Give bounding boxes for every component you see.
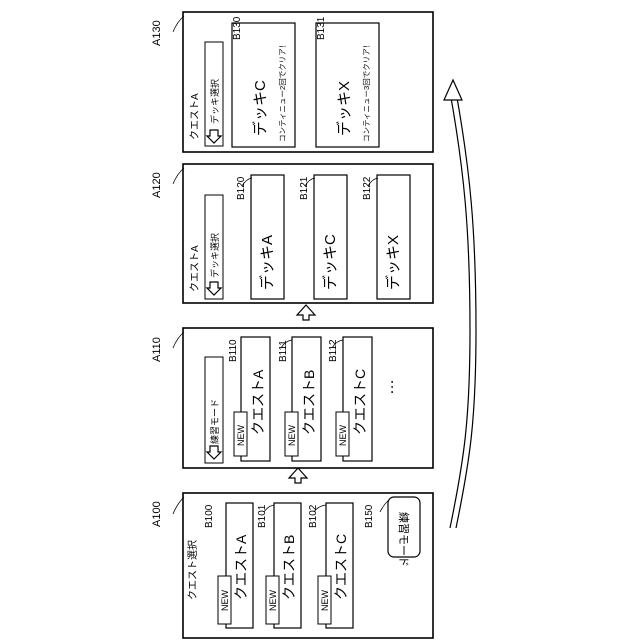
deck-x-label: デッキX [335, 81, 353, 136]
deck-c-label: デッキC [321, 234, 339, 290]
screen-a130-title: クエストA [189, 93, 201, 140]
new-badge-label: NEW [220, 589, 230, 611]
ref-b120: B120 [236, 176, 247, 200]
transition-arrow-a100-a110 [289, 468, 307, 483]
screen-a100: A100 クエスト選択 NEW クエストA B100 NEW クエストB B10… [151, 493, 433, 638]
quest-b-label: クエストB [301, 370, 317, 435]
new-badge-label: NEW [268, 589, 278, 611]
screen-a120-title: クエストA [189, 245, 201, 292]
ref-b131: B131 [316, 16, 327, 40]
quest-a-label: クエストA [233, 534, 249, 600]
deck-select-header-label: デッキ選択 [209, 233, 220, 278]
ref-b130: B130 [232, 16, 243, 40]
ref-b122: B122 [362, 176, 373, 200]
ref-a110: A110 [151, 337, 163, 362]
ref-a120: A120 [151, 172, 163, 198]
quest-c-label: クエストC [333, 534, 349, 600]
transition-arrow-a110-a120 [297, 305, 315, 320]
screen-a110: A110 練習モード NEW クエストA B110 NEW クエストB B111… [151, 328, 433, 468]
practice-mode-label-text: 練習モード [397, 512, 411, 567]
practice-mode-label: 練習モード [397, 512, 411, 567]
deck-c-note: コンティニュー2回でクリア！ [278, 41, 287, 142]
ref-b111: B111 [278, 340, 289, 362]
ref-b110: B110 [228, 339, 239, 362]
ref-b102: B102 [308, 504, 319, 528]
new-badge-label: NEW [320, 589, 330, 611]
ref-b100: B100 [204, 504, 215, 528]
return-arc-arrow [444, 80, 476, 528]
ref-a100: A100 [151, 501, 163, 527]
deck-select-header-label: デッキ選択 [209, 79, 220, 124]
screen-a100-title: クエスト選択 [186, 540, 199, 600]
new-badge-label: NEW [338, 424, 348, 446]
quest-b-label: クエストB [281, 535, 297, 600]
screen-a120: A120 クエストA デッキ選択 デッキA B120 デッキC B121 デッキ… [151, 164, 433, 303]
ref-b150: B150 [364, 504, 375, 528]
ref-b101: B101 [257, 504, 268, 528]
ref-b112: B112 [328, 339, 339, 362]
quest-a-label: クエストA [250, 369, 266, 435]
quest-c-label: クエストC [352, 369, 368, 435]
more-ellipsis: … [380, 379, 397, 395]
deck-c-label: デッキC [251, 80, 269, 136]
ref-b121: B121 [299, 176, 310, 200]
deck-x-label: デッキX [384, 235, 402, 290]
screen-a130: A130 クエストA デッキ選択 デッキC コンティニュー2回でクリア！ B13… [151, 12, 433, 152]
practice-mode-header-label: 練習モード [209, 399, 220, 444]
new-badge-label: NEW [236, 424, 246, 446]
deck-x-note: コンティニュー3回でクリア！ [362, 41, 371, 142]
ref-a130: A130 [151, 20, 163, 46]
new-badge-label: NEW [287, 424, 297, 446]
deck-a-label: デッキA [258, 235, 276, 290]
